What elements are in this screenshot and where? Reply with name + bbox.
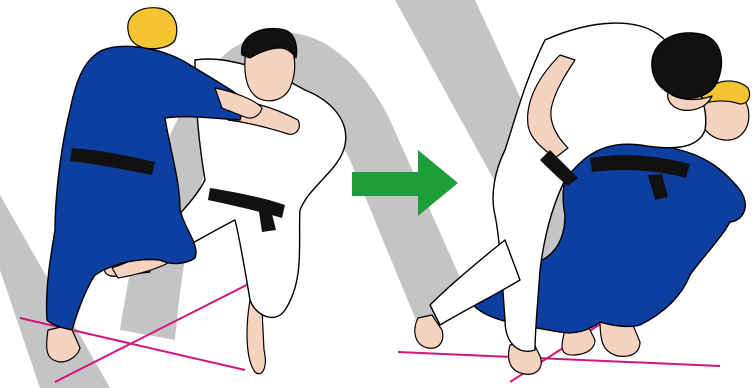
illustration-canvas — [0, 0, 753, 388]
judo-throw-illustration — [0, 0, 753, 388]
